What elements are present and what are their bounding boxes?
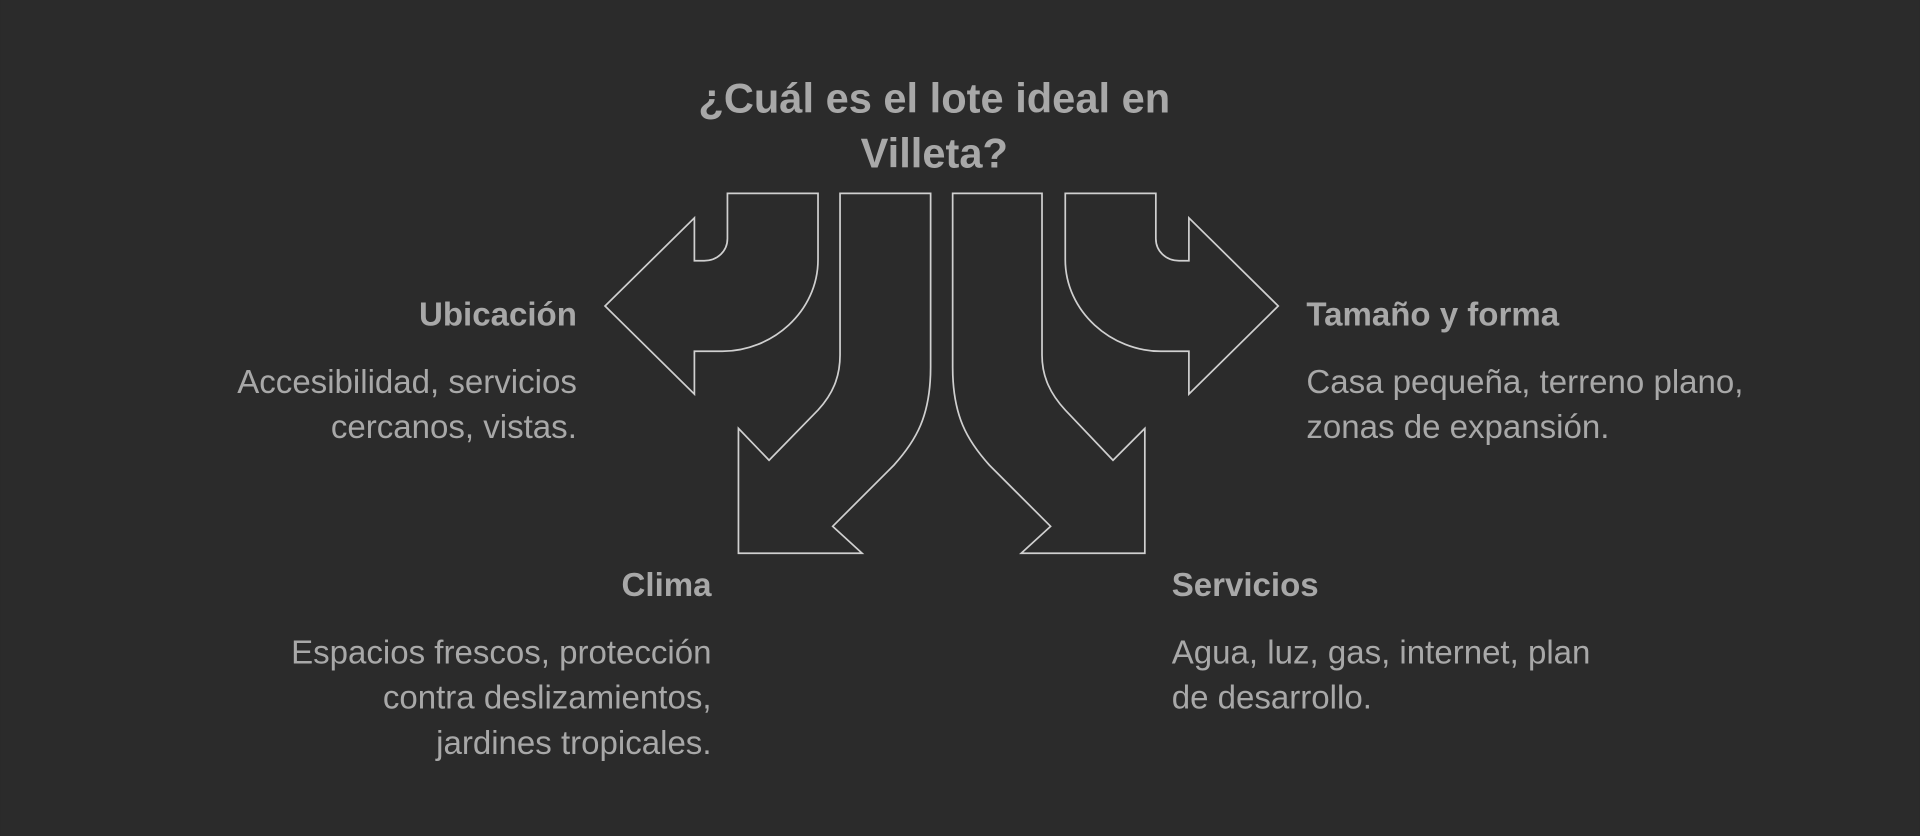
branch-ubicacion: Ubicación Accesibilidad, servicios cerca… xyxy=(237,297,577,447)
arrow-down-left-clima xyxy=(737,192,932,555)
branch-label: Tamaño y forma xyxy=(1306,297,1559,334)
branch-text: Accesibilidad, servicios xyxy=(237,364,577,401)
branch-text: jardines tropicales. xyxy=(435,725,711,762)
branch-label: Clima xyxy=(622,567,713,604)
title-line-2: Villeta? xyxy=(861,130,1008,177)
title-line-1: ¿Cuál es el lote ideal en xyxy=(698,75,1170,122)
branch-text: contra deslizamientos, xyxy=(383,680,712,717)
branch-servicios: Servicios Agua, luz, gas, internet, plan… xyxy=(1172,567,1591,717)
branch-text: de desarrollo. xyxy=(1172,680,1372,717)
branch-text: Espacios frescos, protección xyxy=(291,634,711,671)
branch-clima: Clima Espacios frescos, protección contr… xyxy=(291,567,712,762)
branch-text: cercanos, vistas. xyxy=(331,409,577,446)
arrow-down-right-servicios xyxy=(951,192,1146,555)
branch-text: zonas de expansión. xyxy=(1306,409,1609,446)
branch-tamano-forma: Tamaño y forma Casa pequeña, terreno pla… xyxy=(1306,297,1743,447)
branch-text: Casa pequeña, terreno plano, xyxy=(1306,364,1743,401)
branch-text: Agua, luz, gas, internet, plan xyxy=(1172,634,1591,671)
arrow-left-ubicacion xyxy=(603,192,819,397)
branch-label: Servicios xyxy=(1172,567,1319,604)
branch-label: Ubicación xyxy=(419,297,577,334)
arrow-right-tamano xyxy=(1064,192,1280,397)
